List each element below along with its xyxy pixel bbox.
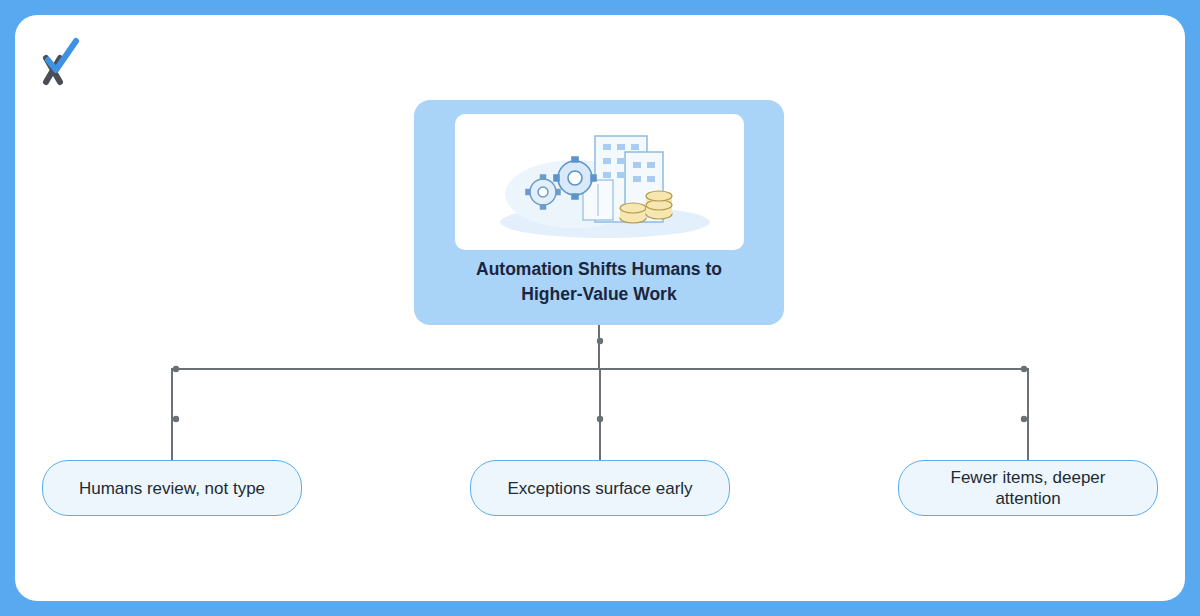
box-title: Automation Shifts Humans to Higher-Value… <box>454 257 744 307</box>
pill-text: Humans review, not type <box>79 478 265 499</box>
junction-dot <box>1021 416 1027 422</box>
logo-check <box>48 41 76 70</box>
pill-text: Exceptions surface early <box>507 478 692 499</box>
outcome-pill: Exceptions surface early <box>470 460 730 516</box>
junction-dot <box>597 338 603 344</box>
tree-connector <box>599 325 1028 460</box>
outcome-pill: Fewer items, deeper attention <box>898 460 1158 516</box>
central-box: Automation Shifts Humans to Higher-Value… <box>414 100 784 325</box>
junction-dot <box>173 366 179 372</box>
junction-dot <box>597 416 603 422</box>
automation-illustration <box>455 114 744 250</box>
outcome-pill: Humans review, not type <box>42 460 302 516</box>
junction-dot <box>1021 366 1027 372</box>
tree-connector <box>599 325 600 460</box>
pill-text: Fewer items, deeper attention <box>933 467 1123 509</box>
tree-connector <box>172 325 599 460</box>
junction-dots <box>173 338 1027 422</box>
junction-dot <box>173 416 179 422</box>
illustration-panel <box>455 114 744 250</box>
